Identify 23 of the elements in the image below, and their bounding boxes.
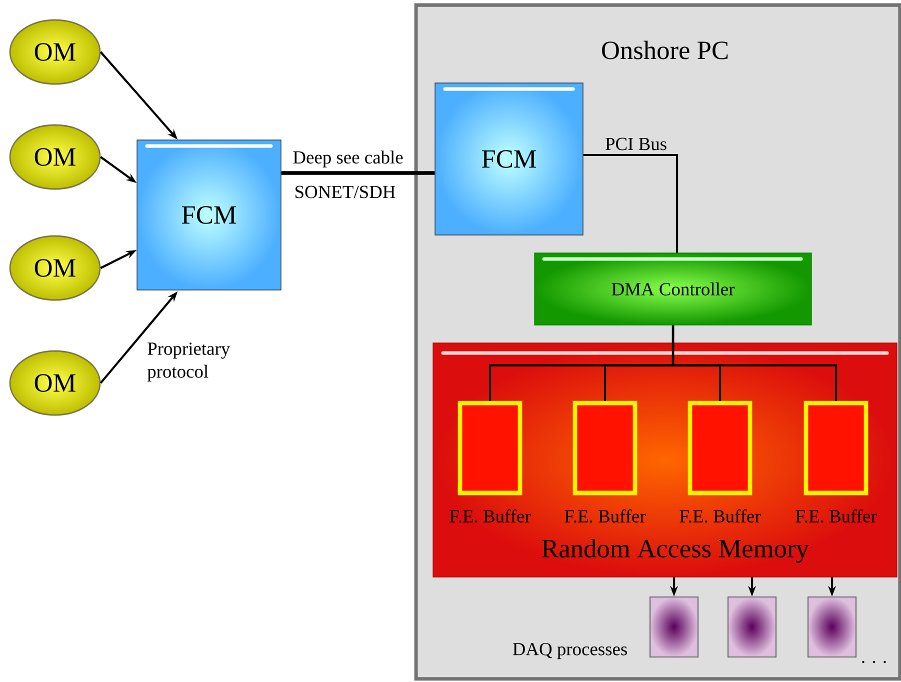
cable-note: SONET/SDH [296, 186, 396, 198]
connector-line [583, 154, 678, 253]
buffer-box: F.E. Buffer [680, 400, 761, 523]
fcm-box: FCM [136, 140, 282, 290]
connector-line [672, 325, 838, 401]
edge-label: PCI Bus [606, 138, 666, 150]
process-box [808, 596, 857, 658]
buffer-box: F.E. Buffer [450, 400, 531, 523]
connector-line [281, 171, 435, 175]
process-box [727, 596, 777, 658]
node-label: F.E. Buffer [796, 509, 877, 523]
ellipsis: . . . [862, 660, 886, 664]
edge-label: Deep see cable [293, 150, 403, 168]
controller-box: DMA Controller [534, 252, 812, 326]
node-label: F.E. Buffer [680, 509, 761, 523]
node-label: F.E. Buffer [564, 509, 646, 523]
buffer-box: F.E. Buffer [796, 400, 877, 523]
node-label: F.E. Buffer [450, 509, 531, 523]
process-box [650, 596, 699, 658]
protocol-note: Proprietary protocol [147, 342, 230, 382]
buffer-box: F.E. Buffer [564, 400, 646, 523]
fcm-box: FCM [434, 82, 584, 236]
process-caption: DAQ processes [512, 642, 627, 660]
